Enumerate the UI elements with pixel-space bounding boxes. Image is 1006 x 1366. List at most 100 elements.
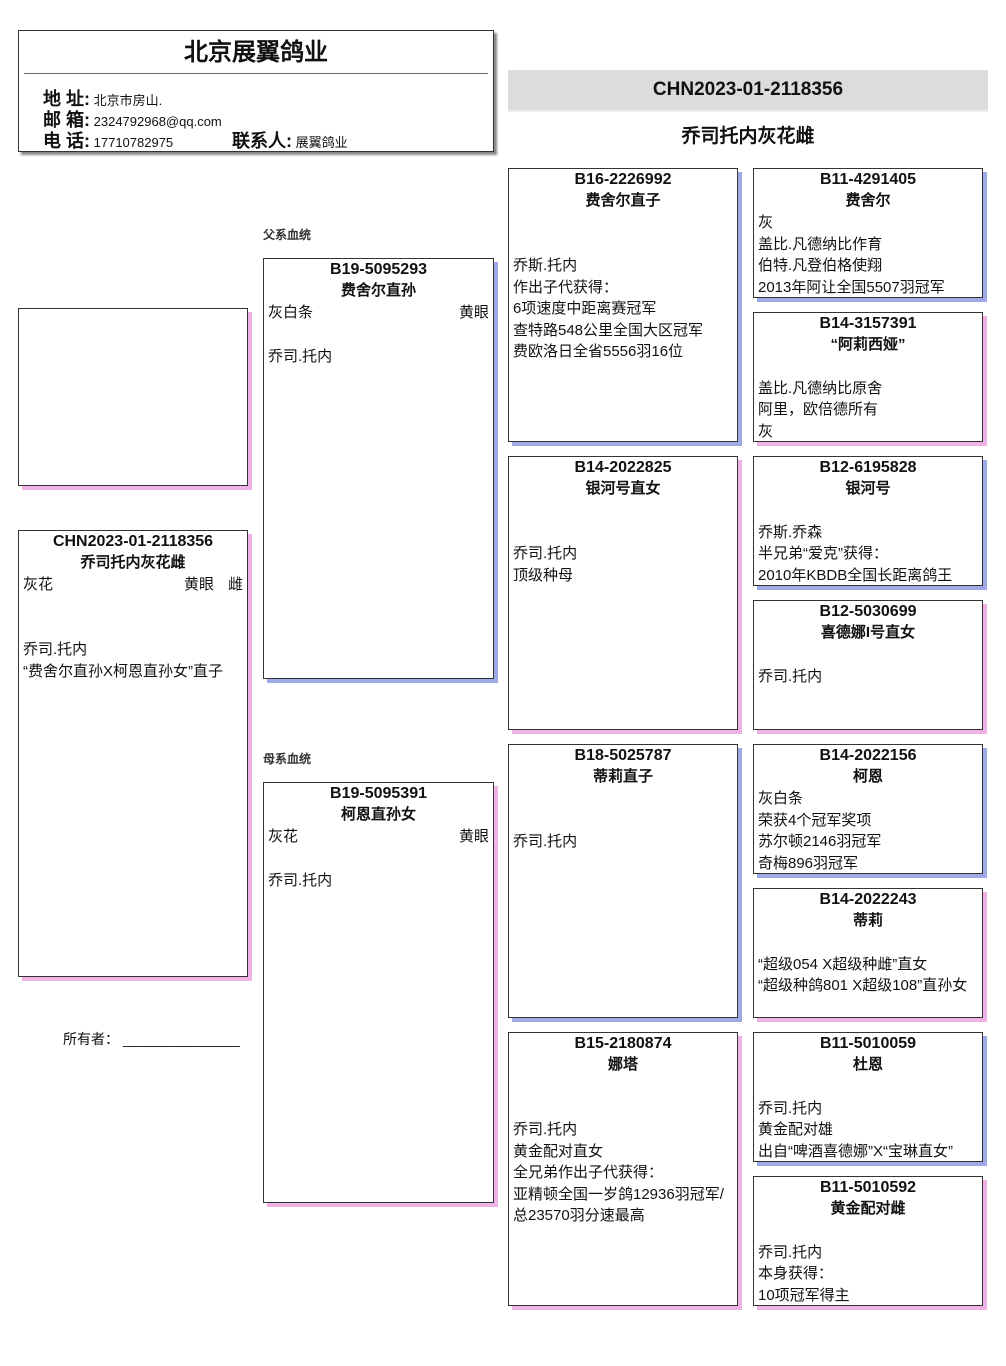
info-line: 阿里，欧倍德所有 [758, 401, 879, 418]
owner-blank: _______________ [123, 1031, 240, 1047]
info-line: 乔司.托内 [758, 1099, 823, 1117]
info-line: 顶级种母 [513, 566, 574, 584]
title-pigeon-name: 乔司托内灰花雌 [681, 126, 815, 147]
info-line [754, 1076, 982, 1098]
info-line: 乔司.托内 [268, 347, 333, 365]
ring-number: B19-5095293 [330, 261, 427, 278]
address-value: 北京市房山. [93, 93, 163, 108]
photo-frame[interactable] [18, 308, 248, 486]
pigeon-name: 蒂莉 [852, 912, 883, 929]
phone-label: 电 话: [43, 131, 90, 151]
info-line [509, 1076, 737, 1098]
info-line: 10项冠军得主 [758, 1286, 850, 1304]
info-line: 黄金配对雄 [758, 1121, 834, 1138]
ring-number: B14-2022825 [574, 459, 672, 476]
owner-field: 所有者：_______________ [63, 1029, 240, 1049]
pigeon-name: 娜塔 [607, 1056, 638, 1073]
email-value: 2324792968@qq.com [93, 114, 222, 129]
info-line [509, 788, 737, 810]
pigeon-name: 蒂莉直子 [592, 768, 653, 785]
info-line: 荣获4个冠军奖项 [758, 811, 872, 829]
color-eye-row: 灰白条 黄眼 [264, 302, 493, 324]
info-line [754, 1220, 982, 1242]
address-row: 地 址: 北京市房山. [43, 85, 162, 111]
contact-row: 联系人: 展翼鸽业 [232, 127, 348, 153]
ring-number: B12-6195828 [819, 459, 917, 476]
pigeon-name: “阿莉西娅” [830, 336, 906, 353]
info-line: 全兄弟作出子代获得： [513, 1164, 664, 1181]
pigeon-card[interactable]: B14-2022825 银河号直女乔司.托内顶级种母 [508, 456, 738, 730]
info-line: 乔斯.乔森 [758, 523, 823, 541]
pigeon-name: 费舍尔直子 [585, 192, 661, 209]
address-label: 地 址: [43, 89, 90, 109]
phone-row: 电 话: 17710782975 [43, 127, 173, 153]
owner-label: 所有者： [63, 1031, 119, 1047]
pigeon-card[interactable]: B19-5095293 费舍尔直孙灰白条 黄眼乔司.托内 [263, 258, 494, 679]
pigeon-name: 柯恩 [852, 768, 883, 785]
info-line: 乔司.托内 [268, 871, 333, 889]
info-line: 黄金配对直女 [513, 1142, 604, 1160]
pigeon-card[interactable]: B19-5095391 柯恩直孙女灰花 黄眼乔司.托内 [263, 782, 494, 1203]
info-line: 乔司.托内 [513, 1121, 578, 1138]
info-line: “超级种鸽801 X超级108”直孙女 [758, 977, 968, 994]
pigeon-card[interactable]: B14-3157391 “阿莉西娅” 盖比.凡德纳比原舍阿里，欧倍德所有灰 [753, 312, 983, 442]
info-line: 灰 [758, 422, 774, 440]
info-line: 费欧洛日全省5556羽16位 [513, 343, 684, 360]
pigeon-name: 杜恩 [852, 1056, 883, 1073]
header-divider [24, 73, 488, 74]
info-line: “费舍尔直孙X柯恩直孙女”直子 [23, 662, 223, 680]
info-line [754, 500, 982, 522]
info-line: 乔司.托内 [513, 545, 578, 562]
plumage-color: 灰花 [23, 576, 54, 593]
info-line: 盖比.凡德纳比原舍 [758, 379, 883, 397]
info-line: 灰白条 [758, 790, 804, 807]
info-line [509, 234, 737, 256]
info-line: 2013年阿让全国5507羽冠军 [758, 278, 945, 296]
pigeon-name: 柯恩直孙女 [340, 806, 416, 823]
info-line: 乔司.托内 [23, 641, 88, 658]
sire-line-label: 父系血统 [263, 228, 312, 242]
ring-number: CHN2023-01-2118356 [52, 533, 214, 550]
ring-number: B14-3157391 [819, 315, 917, 332]
eye-color: 黄眼 [458, 304, 489, 321]
info-line: 伯特.凡登伯格使翔 [758, 257, 883, 274]
info-line [754, 644, 982, 666]
ring-number: B11-5010592 [819, 1179, 917, 1196]
ring-number: B18-5025787 [574, 747, 672, 764]
eye-sex: 黄眼 [445, 826, 489, 848]
info-line: 盖比.凡德纳比作育 [758, 235, 883, 253]
pigeon-name: 银河号直女 [585, 480, 661, 497]
plumage-color: 灰白条 [268, 304, 314, 321]
phone-value: 17710782975 [93, 135, 174, 150]
ring-number: B16-2226992 [574, 171, 672, 188]
info-line [509, 1098, 737, 1120]
pigeon-name: 费舍尔 [845, 192, 891, 209]
info-line [264, 324, 493, 346]
ring-number: B19-5095391 [330, 785, 427, 802]
breeder-header-card: 北京展翼鸽业 地 址: 北京市房山. 邮 箱: 2324792968@qq.co… [18, 30, 494, 152]
plumage-color: 灰花 [268, 828, 299, 845]
pigeon-name: 黄金配对雌 [830, 1200, 906, 1217]
info-line [754, 932, 982, 954]
info-line [509, 500, 737, 522]
info-line: 乔斯.托内 [513, 257, 578, 274]
ring-number: B12-5030699 [819, 603, 917, 620]
color-eye-row: 灰花黄眼雌 [19, 574, 247, 596]
info-line [19, 618, 247, 640]
info-line: 查特路548公里全国大区冠军 [513, 321, 704, 339]
info-line: 苏尔顿2146羽冠军 [758, 833, 882, 850]
pigeon-name: 费舍尔直孙 [340, 282, 416, 299]
info-line: “超级054 X超级种雌”直女 [758, 955, 928, 973]
info-line: 半兄弟“爱克”获得： [758, 545, 888, 562]
